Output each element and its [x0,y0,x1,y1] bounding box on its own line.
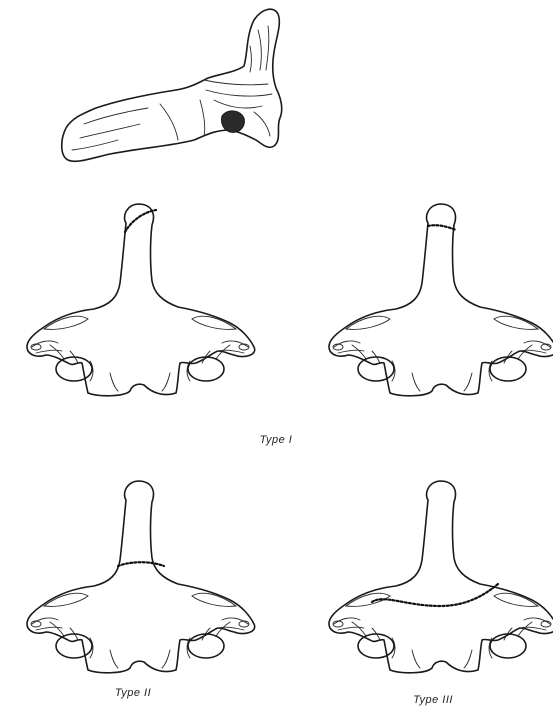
type-ii-vertebra [27,481,255,673]
caption-type-i: Type I [260,434,293,446]
caption-type-ii: Type II [115,687,151,699]
type-iii-vertebra [329,481,553,673]
type-i-left-vertebra [27,204,255,396]
c2-lateral-view [62,9,282,161]
caption-type-iii: Type III [413,694,453,706]
type-i-right-vertebra [329,204,553,396]
